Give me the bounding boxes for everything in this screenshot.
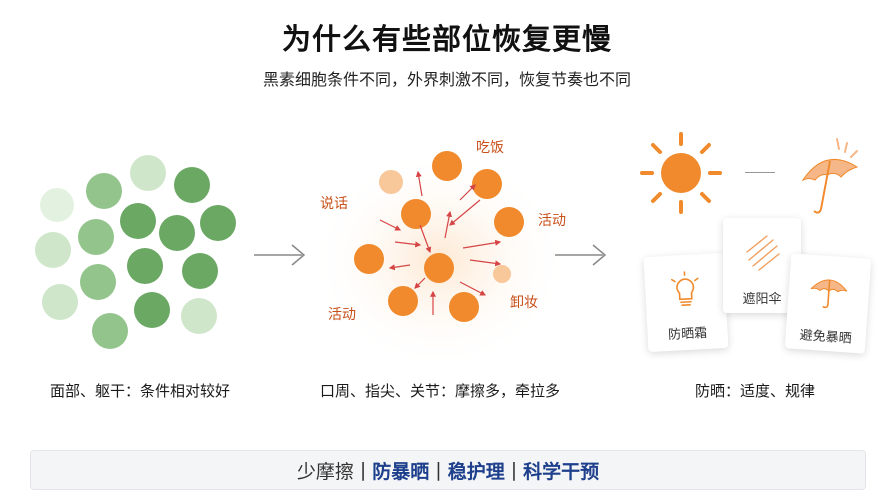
card-avoid-exposure: 避免暴晒 xyxy=(784,253,872,354)
umbrella-small-icon xyxy=(810,279,848,309)
panel-stable-areas xyxy=(20,120,260,370)
caption-middle: 口周、指尖、关节：摩擦多，牵拉多 xyxy=(319,382,560,400)
cell-dot xyxy=(424,253,454,283)
green-cells-illustration xyxy=(35,155,236,349)
caption-right: 防晒：适度、规律 xyxy=(694,382,815,400)
caption-left: 面部、躯干：条件相对较好 xyxy=(49,382,230,400)
arrow-right-icon xyxy=(254,244,306,266)
summary-item: 稳护理 xyxy=(447,460,505,483)
separator: | xyxy=(359,459,367,481)
cell-dot xyxy=(449,292,479,322)
cell-dot xyxy=(134,292,170,328)
cell-dot xyxy=(181,298,217,334)
cell-dot xyxy=(78,219,114,255)
cell-dot xyxy=(401,199,431,229)
cell-dot xyxy=(130,155,166,191)
label-activity-left: 活动 xyxy=(328,307,356,323)
summary-item: 科学干预 xyxy=(523,460,600,483)
cell-dot xyxy=(92,313,128,349)
label-makeup-removal: 卸妆 xyxy=(510,295,538,311)
cell-dot xyxy=(174,167,210,203)
cell-dot xyxy=(472,169,502,199)
card-label: 防晒霜 xyxy=(667,325,708,343)
card-sunscreen: 防晒霜 xyxy=(643,252,729,353)
label-eat: 吃饭 xyxy=(476,140,504,156)
cell-dot xyxy=(42,284,78,320)
cell-dot xyxy=(40,188,74,222)
umbrella-icon xyxy=(801,138,859,214)
orange-cells-illustration xyxy=(310,150,570,370)
cell-dot xyxy=(159,215,195,251)
cell-dot xyxy=(354,244,384,274)
lightbulb-icon xyxy=(670,271,699,307)
divider-line xyxy=(745,172,775,173)
cell-dot xyxy=(494,207,524,237)
cell-dot xyxy=(432,151,462,181)
cell-dot xyxy=(493,265,511,283)
cell-dot xyxy=(35,232,71,268)
card-label: 遮阳伞 xyxy=(742,292,782,307)
page-title: 为什么有些部位恢复更慢 xyxy=(281,22,612,56)
summary-bar: 少摩擦 | 防暴晒 | 稳护理 | 科学干预 xyxy=(30,450,866,490)
cell-dot xyxy=(200,205,236,241)
card-label: 避免暴晒 xyxy=(799,328,853,347)
page-subtitle: 黑素细胞条件不同，外界刺激不同，恢复节奏也不同 xyxy=(262,70,631,89)
cell-dot xyxy=(120,203,156,239)
summary-item: 少摩擦 xyxy=(296,460,354,483)
cell-dot xyxy=(86,173,122,209)
label-activity-right: 活动 xyxy=(538,213,566,229)
sun-icon xyxy=(640,132,722,214)
cell-dot xyxy=(388,286,418,316)
shade-lines-icon xyxy=(746,235,780,271)
cell-dot xyxy=(80,264,116,300)
separator: | xyxy=(435,459,442,481)
stimulus-arrows xyxy=(379,170,502,315)
cell-dot xyxy=(182,253,218,289)
card-umbrella-shade: 遮阳伞 xyxy=(723,218,801,313)
label-talk: 说话 xyxy=(320,196,348,212)
cell-dot xyxy=(379,170,403,194)
arrow-right-icon xyxy=(555,244,607,266)
summary-item: 防暴晒 xyxy=(372,460,430,483)
panel-friction-areas: 吃饭 说话 活动 活动 卸妆 xyxy=(300,120,580,370)
separator: | xyxy=(510,459,518,481)
cell-dot xyxy=(127,248,163,284)
